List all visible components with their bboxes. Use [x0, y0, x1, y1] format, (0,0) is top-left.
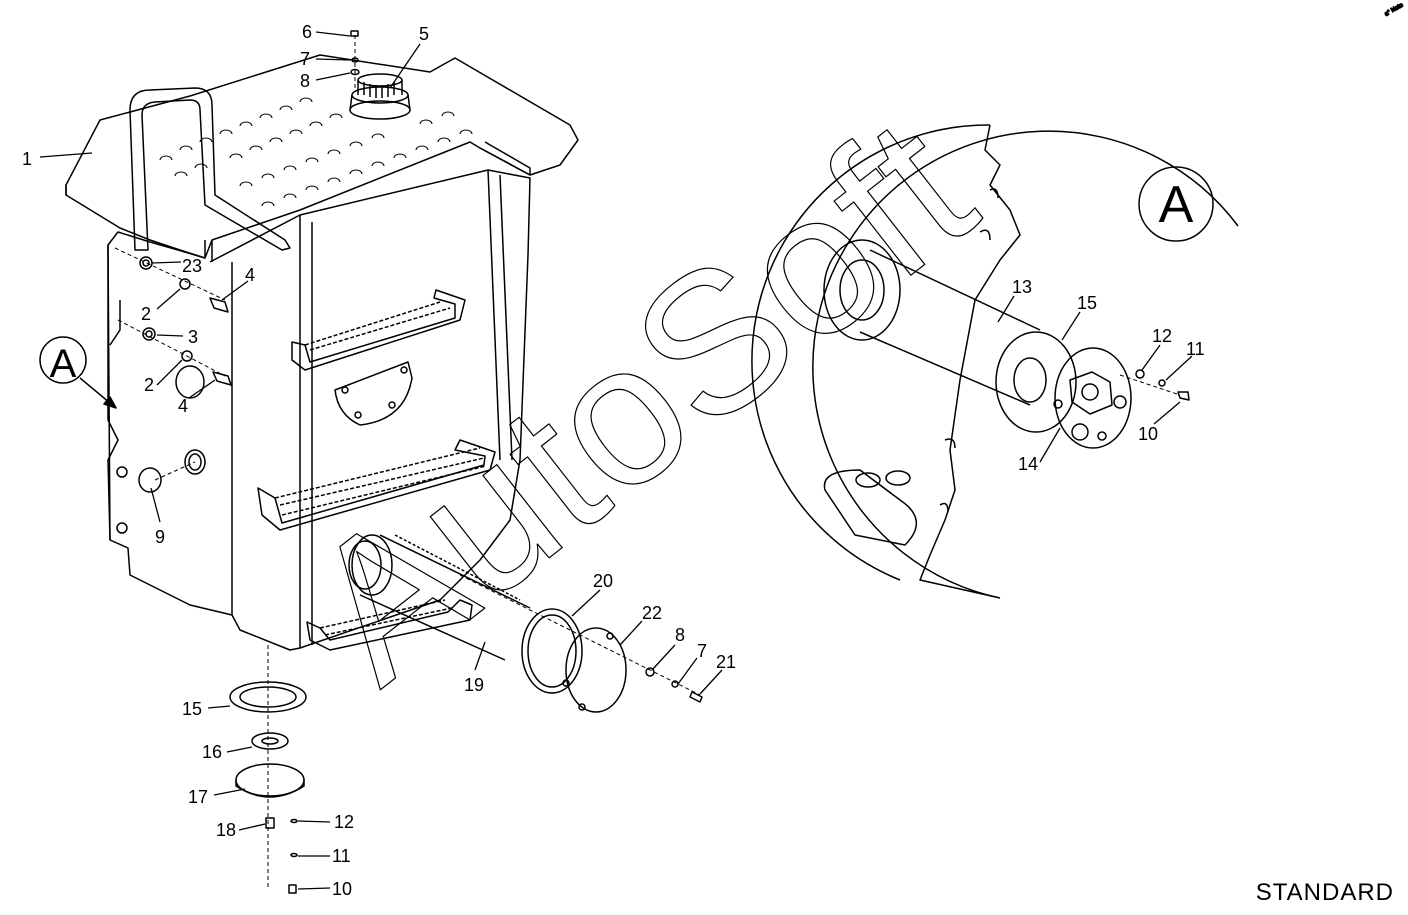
callout-8b: 8 — [675, 625, 685, 645]
configuration-caption: STANDARD — [1255, 879, 1394, 906]
watermark-text: AutoSoft — [269, 76, 1011, 724]
callout-1: 1 — [22, 149, 32, 169]
callout-9: 9 — [155, 527, 165, 547]
tank-port — [823, 239, 901, 341]
tank-top-cover — [65, 54, 579, 259]
callout-4b: 4 — [178, 396, 188, 416]
callout-15b: 15 — [1077, 293, 1097, 313]
detail-marker-a-text: A — [1159, 176, 1194, 234]
plug-18 — [265, 817, 275, 829]
middle-step — [257, 439, 496, 531]
side-plug — [175, 365, 205, 399]
callout-21: 21 — [716, 652, 736, 672]
suction-tube-13 — [859, 249, 1041, 406]
callout-15a: 15 — [182, 699, 202, 719]
pipe-fitting — [823, 469, 917, 546]
callout-3: 3 — [188, 327, 198, 347]
callout-19: 19 — [464, 675, 484, 695]
callout-10b: 10 — [1138, 424, 1158, 444]
leader-lines — [39, 31, 1193, 890]
side-bracket — [107, 245, 121, 541]
callout-22: 22 — [642, 603, 662, 623]
gasket-15 — [229, 681, 307, 713]
callout-20: 20 — [593, 571, 613, 591]
callout-2b: 2 — [144, 375, 154, 395]
cover-22 — [565, 627, 627, 713]
gasket-20 — [521, 608, 583, 694]
callout-18: 18 — [216, 820, 236, 840]
callout-10a: 10 — [332, 879, 352, 899]
callout-5: 5 — [419, 24, 429, 44]
detail-marker-a — [1138, 166, 1214, 242]
sight-gauge — [184, 449, 206, 475]
callout-16: 16 — [202, 742, 222, 762]
callout-13: 13 — [1012, 277, 1032, 297]
flange-15 — [995, 331, 1077, 433]
fasteners — [139, 30, 703, 703]
view-marker-a-text: A — [50, 342, 77, 386]
callout-23: 23 — [182, 256, 202, 276]
tank-body — [107, 169, 531, 651]
callout-12b: 12 — [1152, 326, 1172, 346]
lifting-handle — [129, 87, 291, 251]
view-marker-a — [39, 336, 87, 384]
adapter-14 — [1054, 347, 1132, 449]
inspection-cover — [334, 361, 413, 426]
perforated-top — [159, 97, 473, 207]
corner-mark: a° Note — [1384, 2, 1405, 18]
callout-4a: 4 — [245, 265, 255, 285]
plug-9 — [138, 467, 162, 493]
lower-step — [306, 599, 473, 651]
upper-step — [291, 289, 466, 371]
spacer-16 — [251, 732, 289, 750]
callout-8: 8 — [300, 71, 310, 91]
callout-11b: 11 — [1186, 339, 1205, 359]
detail-a-view — [751, 124, 1239, 599]
suction-filter-tube — [348, 534, 531, 661]
callout-7: 7 — [300, 49, 310, 69]
callout-14: 14 — [1018, 454, 1038, 474]
callout-7b: 7 — [697, 641, 707, 661]
filler-cap — [349, 73, 411, 120]
callout-6: 6 — [302, 22, 312, 42]
callout-2a: 2 — [141, 304, 151, 324]
callout-11a: 11 — [332, 846, 351, 866]
callout-17: 17 — [188, 787, 208, 807]
hydraulic-tank-assembly — [65, 30, 703, 894]
callout-12a: 12 — [334, 812, 354, 832]
